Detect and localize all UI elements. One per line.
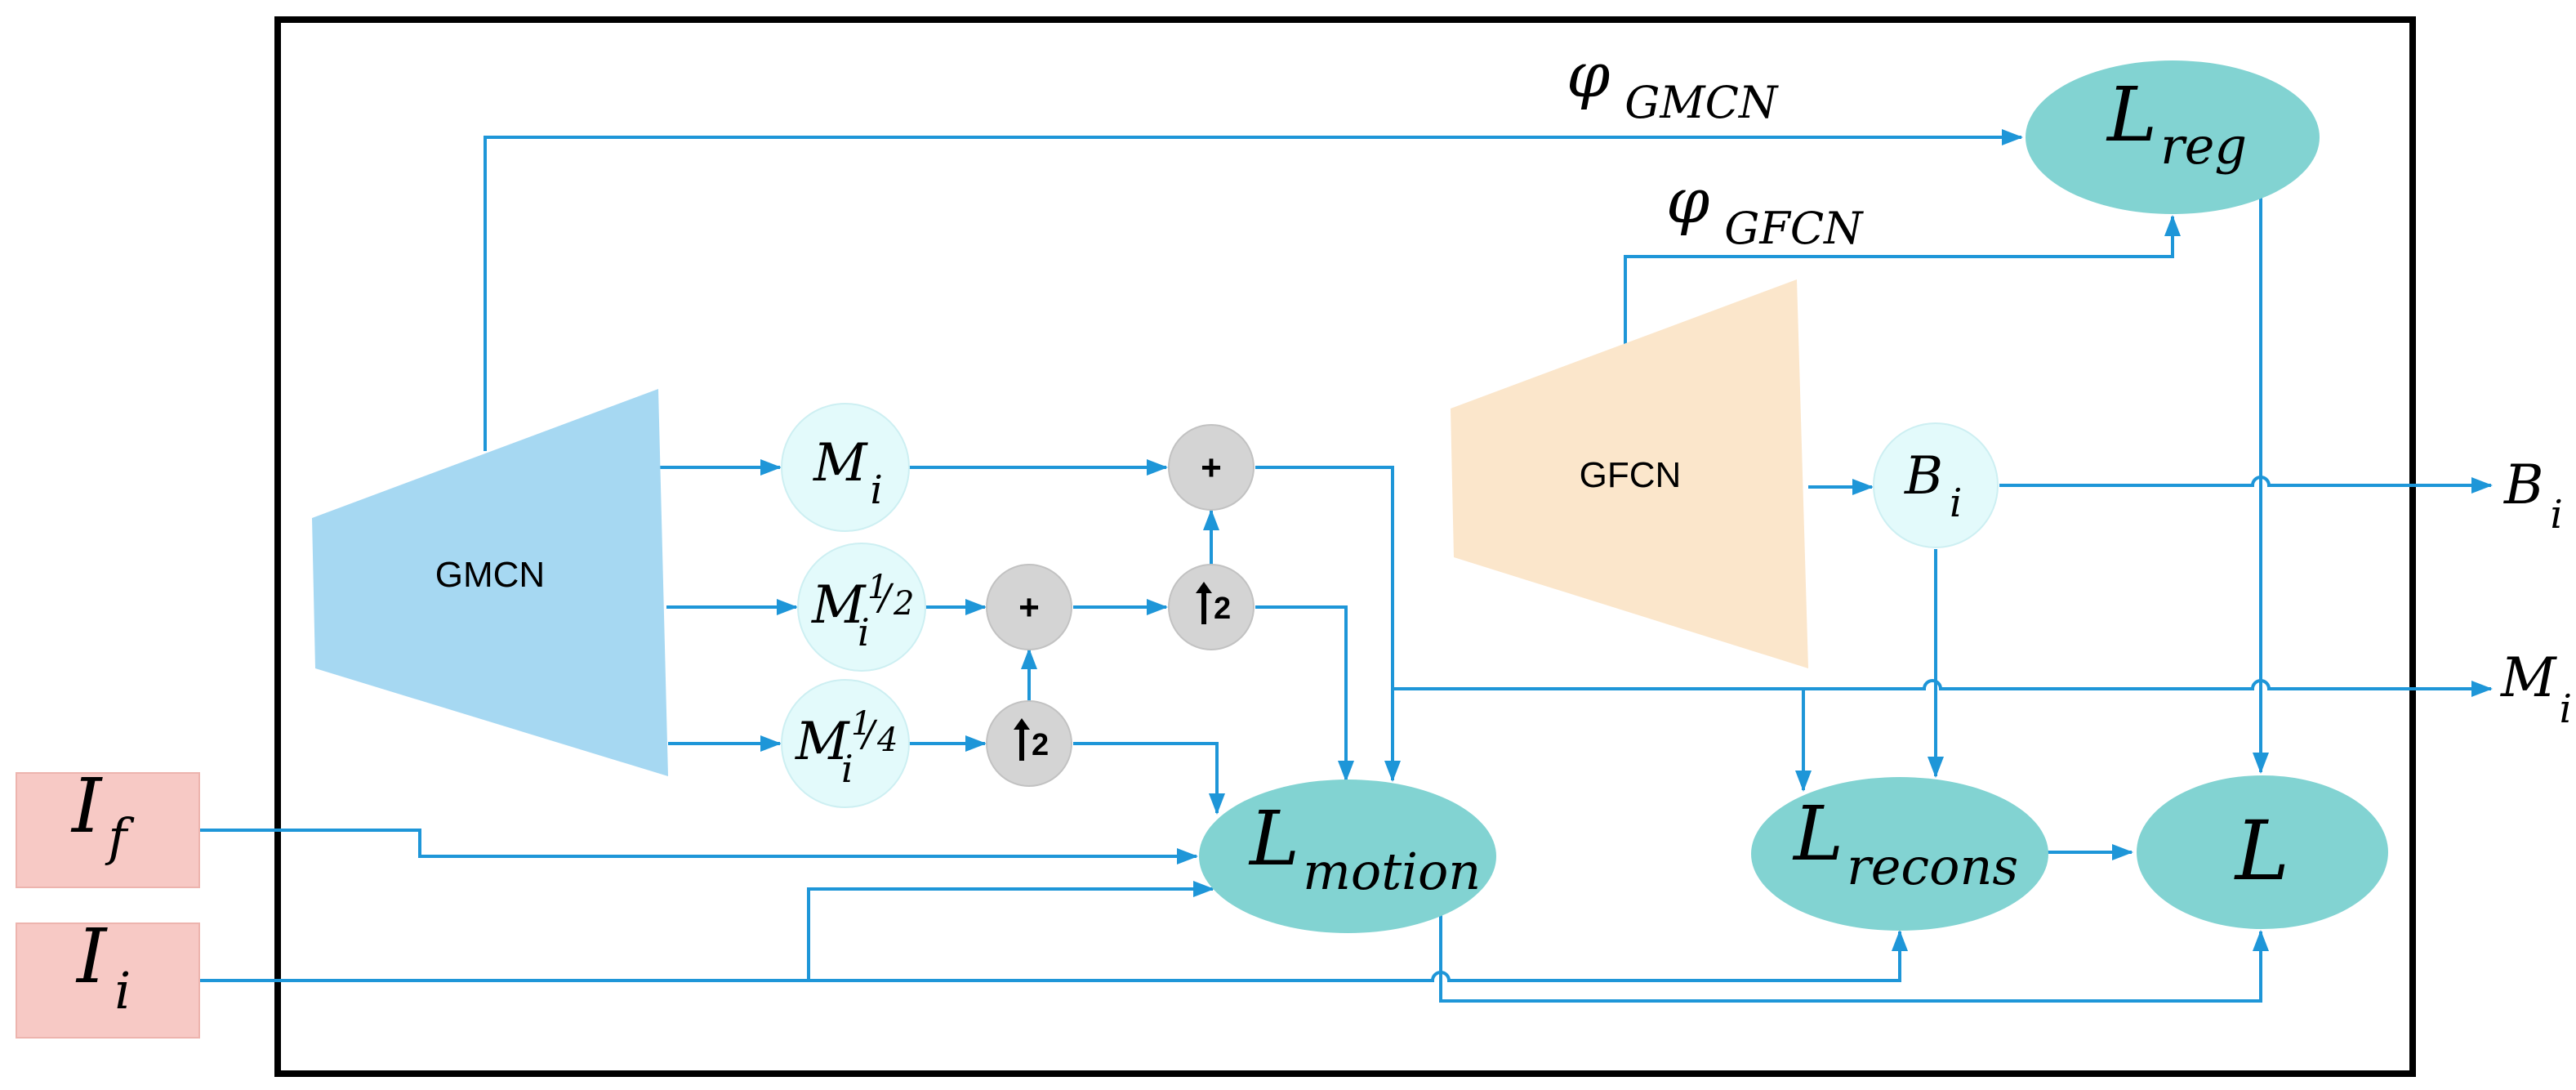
svg-text:Bi: Bi — [1904, 446, 1962, 526]
svg-text:+: + — [1201, 448, 1222, 488]
svg-text:i: i — [858, 610, 870, 654]
svg-text:i: i — [841, 747, 853, 791]
loss-total-node: L — [2137, 775, 2388, 929]
svg-text:M: M — [811, 575, 867, 636]
svg-text:M: M — [795, 712, 850, 772]
svg-text:2: 2 — [1032, 728, 1049, 762]
m-quarter-node: M i 1 / 4 — [781, 679, 910, 808]
up-arrow-icon — [1196, 582, 1212, 624]
gmcn-network — [312, 389, 668, 776]
mid-up2-to-lmotion-arrow — [1255, 605, 1354, 782]
gmcn-to-lreg-arrow — [484, 129, 2023, 451]
ii-to-lrecons-arrow — [199, 930, 1908, 982]
loss-reg-node: Lreg — [2026, 60, 2320, 214]
output-m-label: Mi — [2500, 646, 2572, 732]
gmcn-label: GMCN — [435, 555, 545, 595]
top-add-to-lmotion-arrow — [1255, 466, 1401, 782]
m-output-arrow — [1393, 679, 2493, 697]
svg-text:L: L — [2234, 803, 2289, 899]
svg-text:4: 4 — [876, 721, 898, 759]
m-half-node: M i 1 / 2 — [797, 543, 926, 672]
svg-text:Mi: Mi — [813, 433, 883, 513]
add-node-top: + — [1168, 424, 1255, 511]
svg-text:+: + — [1018, 587, 1040, 628]
upsample-node-mid: 2 — [1168, 564, 1255, 650]
svg-text:1: 1 — [867, 569, 888, 606]
up-arrow-icon — [1014, 718, 1030, 761]
up2-to-lmotion-arrow — [1073, 742, 1225, 815]
if-to-lmotion-arrow — [199, 829, 1198, 864]
loss-motion-node: Lmotion — [1199, 780, 1496, 933]
svg-text:/: / — [876, 577, 894, 619]
svg-text:Lmotion: Lmotion — [1248, 795, 1481, 901]
svg-text:Ii: Ii — [75, 913, 131, 1021]
svg-text:/: / — [859, 713, 878, 755]
svg-text:1: 1 — [851, 705, 871, 743]
svg-text:2: 2 — [1214, 592, 1231, 626]
b-output-arrow — [1999, 476, 2493, 494]
svg-text:Lreg: Lreg — [2106, 71, 2247, 176]
lmotion-to-l-arrow — [1439, 915, 2269, 1003]
gfcn-label: GFCN — [1580, 455, 1682, 495]
m-full-node: Mi — [781, 403, 910, 532]
svg-text:Lrecons: Lrecons — [1792, 790, 2018, 896]
upsample-node-bottom: 2 — [986, 700, 1072, 787]
connectors — [199, 129, 2493, 1003]
gfcn-to-lreg-arrow — [1624, 215, 2181, 347]
model-frame — [274, 16, 2416, 1077]
ii-to-lmotion-arrow — [807, 881, 1214, 981]
svg-text:2: 2 — [893, 585, 914, 623]
gfcn-network — [1451, 279, 1808, 668]
add-node-mid: + — [986, 564, 1072, 650]
loss-recons-node: Lrecons — [1751, 777, 2048, 931]
